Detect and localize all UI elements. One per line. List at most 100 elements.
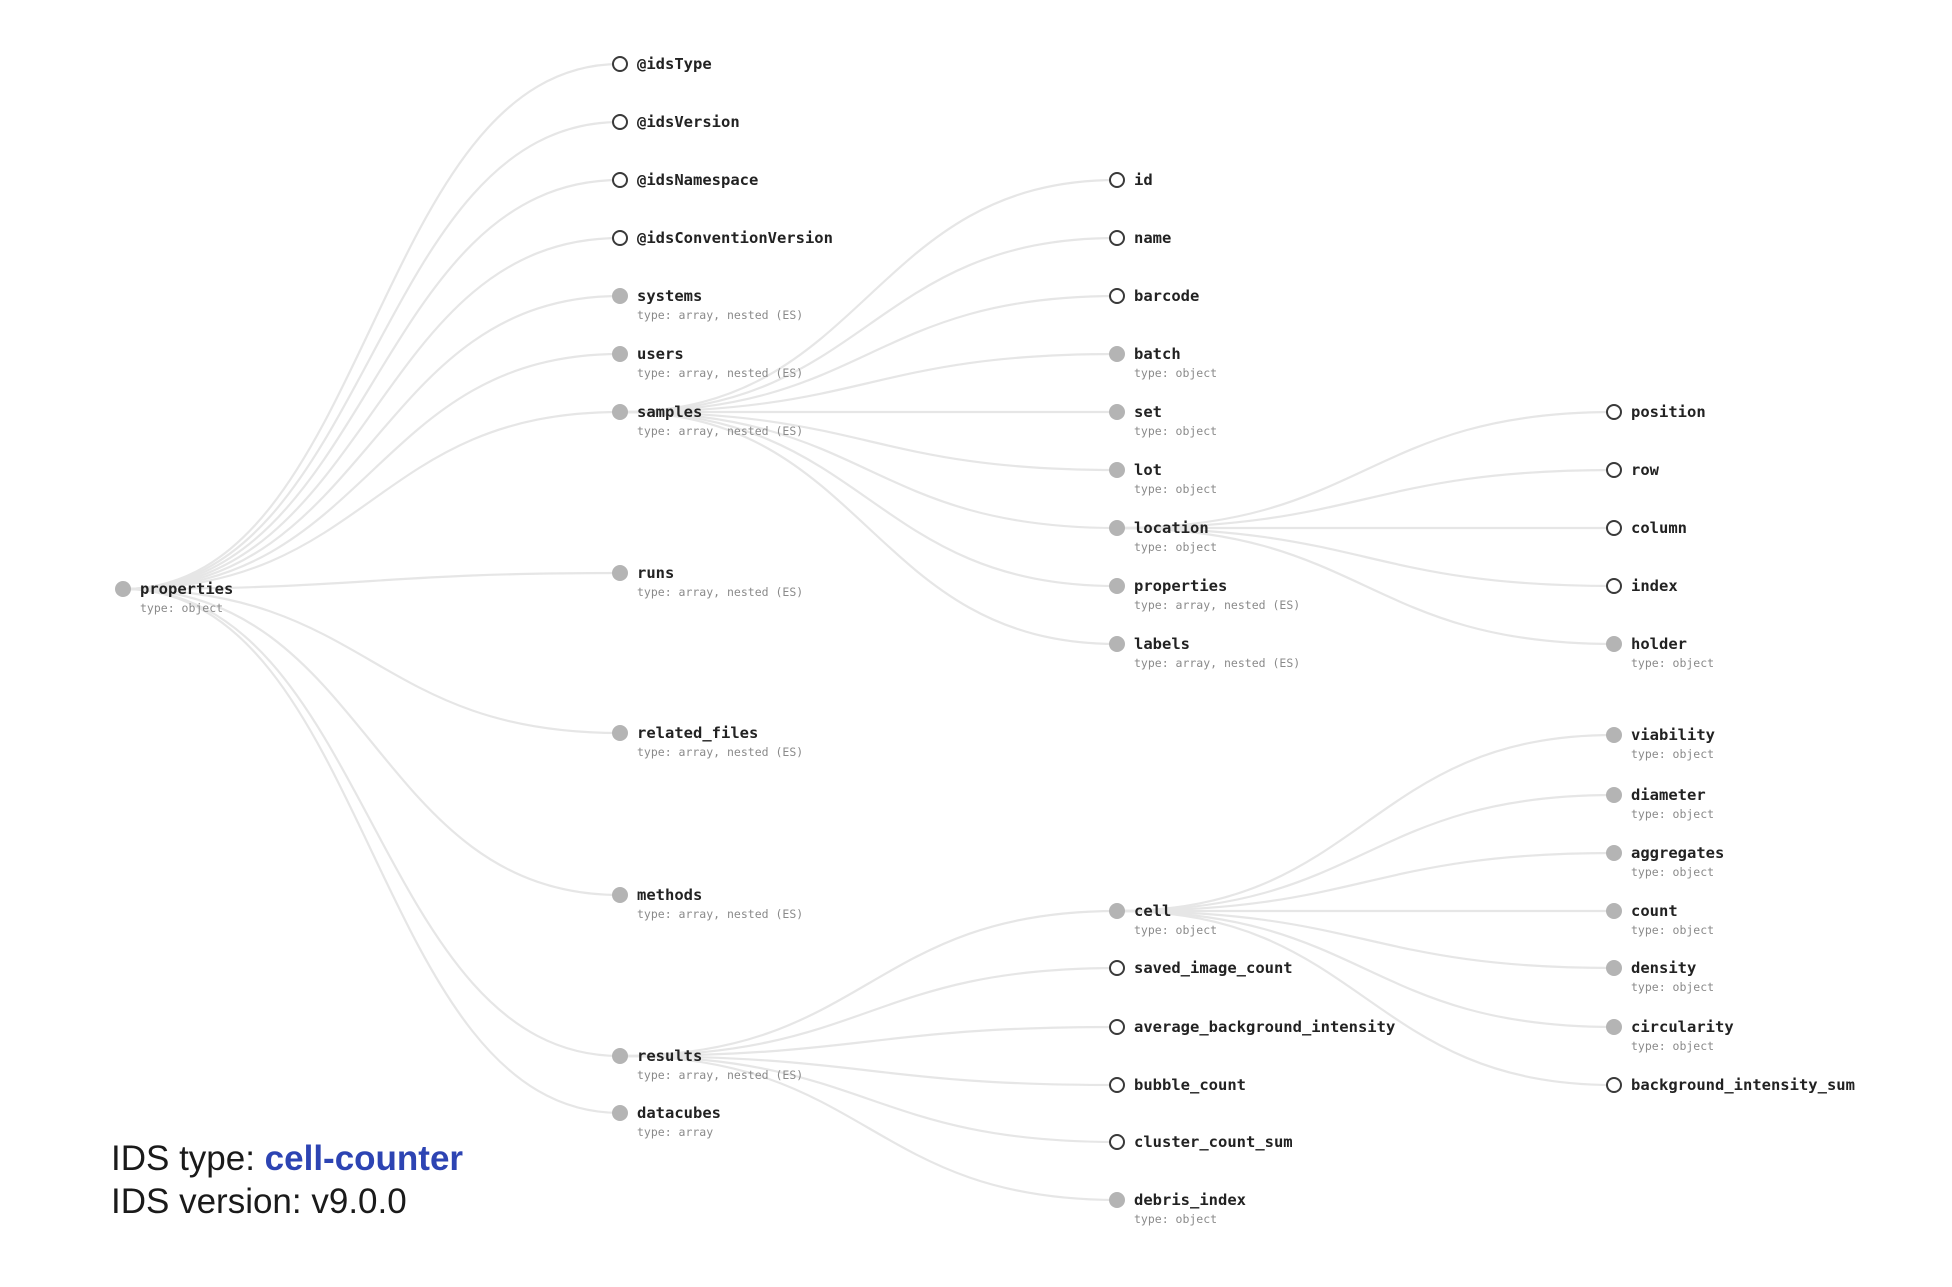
node-label: count: [1631, 902, 1678, 920]
node-type: type: object: [1134, 366, 1217, 380]
node-type: type: array, nested (ES): [637, 1068, 803, 1082]
leaf-node-dot[interactable]: [1109, 230, 1125, 246]
link-to-r-saved: [619, 966, 1118, 1058]
leaf-node-dot[interactable]: [1109, 288, 1125, 304]
link-to-c-viability: [1116, 733, 1615, 913]
expandable-node-dot[interactable]: [1109, 346, 1125, 362]
tree-node-l-column[interactable]: column: [1606, 519, 1687, 537]
node-label: saved_image_count: [1134, 959, 1293, 977]
tree-node-s-name[interactable]: name: [1109, 229, 1171, 247]
leaf-node-dot[interactable]: [1109, 1077, 1125, 1093]
node-label: average_background_intensity: [1134, 1018, 1395, 1036]
leaf-node-dot[interactable]: [1606, 1077, 1622, 1093]
expandable-node-dot[interactable]: [1109, 903, 1125, 919]
link-to-systems: [122, 294, 621, 591]
leaf-node-dot[interactable]: [612, 56, 628, 72]
node-label: density: [1631, 959, 1696, 977]
expandable-node-dot[interactable]: [1606, 960, 1622, 976]
expandable-node-dot[interactable]: [612, 725, 628, 741]
tree-node-r-avgbg[interactable]: average_background_intensity: [1109, 1018, 1395, 1036]
expandable-node-dot[interactable]: [612, 1048, 628, 1064]
tree-node-r-cluster[interactable]: cluster_count_sum: [1109, 1133, 1293, 1151]
leaf-node-dot[interactable]: [1606, 404, 1622, 420]
expandable-node-dot[interactable]: [1606, 903, 1622, 919]
expandable-node-dot[interactable]: [1606, 727, 1622, 743]
expandable-node-dot[interactable]: [1109, 404, 1125, 420]
node-label: @idsConventionVersion: [637, 229, 833, 247]
node-label: debris_index: [1134, 1191, 1246, 1209]
node-label: properties: [1134, 577, 1227, 595]
node-label: @idsVersion: [637, 113, 740, 131]
tree-node-idsConventionVersion[interactable]: @idsConventionVersion: [612, 229, 833, 247]
expandable-node-dot[interactable]: [1109, 1192, 1125, 1208]
expandable-node-dot[interactable]: [1606, 845, 1622, 861]
leaf-node-dot[interactable]: [1109, 1134, 1125, 1150]
link-to-c-circularity: [1116, 909, 1615, 1029]
tree-node-c-background[interactable]: background_intensity_sum: [1606, 1076, 1855, 1094]
link-to-samples: [122, 410, 621, 591]
expandable-node-dot[interactable]: [1109, 520, 1125, 536]
tree-node-r-bubble[interactable]: bubble_count: [1109, 1076, 1246, 1094]
tree-node-idsNamespace[interactable]: @idsNamespace: [612, 171, 758, 189]
tree-node-s-id[interactable]: id: [1109, 171, 1153, 189]
tree-node-r-saved[interactable]: saved_image_count: [1109, 959, 1293, 977]
tree-node-l-row[interactable]: row: [1606, 461, 1660, 479]
expandable-node-dot[interactable]: [1606, 787, 1622, 803]
expandable-node-dot[interactable]: [612, 346, 628, 362]
leaf-node-dot[interactable]: [612, 172, 628, 188]
node-type: type: object: [1631, 807, 1714, 821]
expandable-node-dot[interactable]: [612, 404, 628, 420]
leaf-node-dot[interactable]: [1109, 960, 1125, 976]
leaf-node-dot[interactable]: [1109, 172, 1125, 188]
expandable-node-dot[interactable]: [612, 288, 628, 304]
tree-node-l-index[interactable]: index: [1606, 577, 1678, 595]
expandable-node-dot[interactable]: [1109, 636, 1125, 652]
tree-node-l-position[interactable]: position: [1606, 403, 1706, 421]
tree-node-s-barcode[interactable]: barcode: [1109, 287, 1199, 305]
link-to-runs: [122, 571, 621, 591]
leaf-node-dot[interactable]: [1606, 578, 1622, 594]
expandable-node-dot[interactable]: [612, 1105, 628, 1121]
leaf-node-dot[interactable]: [1109, 1019, 1125, 1035]
expandable-node-dot[interactable]: [1109, 578, 1125, 594]
tree-node-idsVersion[interactable]: @idsVersion: [612, 113, 740, 131]
expandable-node-dot[interactable]: [612, 887, 628, 903]
expandable-node-dot[interactable]: [1606, 636, 1622, 652]
leaf-node-dot[interactable]: [612, 230, 628, 246]
node-label: @idsType: [637, 55, 712, 73]
leaf-node-dot[interactable]: [1606, 462, 1622, 478]
expandable-node-dot[interactable]: [1109, 462, 1125, 478]
tree-node-idsType[interactable]: @idsType: [612, 55, 712, 73]
expandable-node-dot[interactable]: [1606, 1019, 1622, 1035]
leaf-node-dot[interactable]: [612, 114, 628, 130]
node-label: cluster_count_sum: [1134, 1133, 1293, 1151]
leaf-node-dot[interactable]: [1606, 520, 1622, 536]
expandable-node-dot[interactable]: [115, 581, 131, 597]
expandable-node-dot[interactable]: [612, 565, 628, 581]
